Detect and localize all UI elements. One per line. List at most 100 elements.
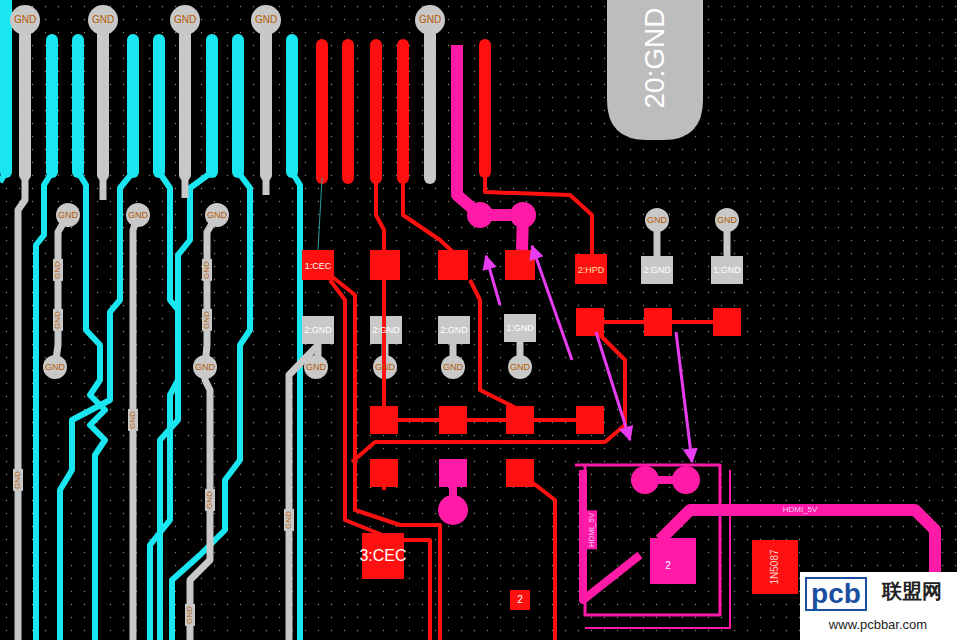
- red-traces: [342, 45, 354, 178]
- red-traces-thin: [376, 178, 384, 252]
- cyan-traces: [232, 40, 244, 172]
- pin-label: GND: [255, 15, 277, 25]
- cyan-traces: [127, 40, 139, 172]
- red-pads: [510, 590, 530, 610]
- gnd-vias: [88, 5, 118, 35]
- pin-label: 1:GND: [713, 266, 741, 275]
- ratsnest-line: [318, 178, 322, 250]
- pin-label: GND: [284, 509, 294, 531]
- gnd-traces: [179, 20, 191, 175]
- watermark-frame: [806, 578, 866, 610]
- red-traces-thin: [330, 280, 430, 640]
- gnd-traces: [25, 20, 430, 178]
- annotation-arrow: [486, 246, 692, 462]
- pin-label: 1:GND: [506, 324, 534, 333]
- pin-label: 2: [665, 561, 671, 571]
- pin-label: GND: [375, 363, 395, 372]
- gnd-traces: [19, 20, 31, 175]
- pin-label: 2: [517, 595, 523, 605]
- pin-label: 2:GND: [643, 266, 671, 275]
- cyan-traces-thin: [172, 172, 250, 640]
- cyan-traces-thin: [292, 172, 300, 640]
- gnd-pad-large: [607, 0, 703, 140]
- gnd-traces-thin: [100, 175, 107, 200]
- cyan-traces: [153, 40, 165, 172]
- pin-label: GND: [128, 409, 138, 431]
- gnd-traces-thin: [263, 175, 270, 195]
- cyan-traces-thin: [0, 172, 300, 640]
- gnd-traces-thin: [55, 215, 68, 367]
- pin-label: GND: [128, 211, 148, 220]
- pin-label: GND: [195, 363, 215, 372]
- gnd-vias: [126, 203, 150, 227]
- magenta-traces: [583, 470, 640, 600]
- gnd-vias: [56, 203, 80, 227]
- gnd-vias: [205, 203, 229, 227]
- pin-label: GND: [202, 309, 212, 331]
- magenta-pads: [631, 466, 659, 494]
- magenta-pads: [439, 459, 467, 487]
- gnd-vias: [508, 355, 532, 379]
- magenta-pads: [650, 538, 696, 584]
- magenta-pads: [672, 466, 700, 494]
- cyan-traces: [46, 40, 58, 172]
- pin-label: GND: [205, 489, 215, 511]
- red-traces-thin: [384, 418, 590, 422]
- gnd-vias: [304, 355, 328, 379]
- magenta-pads: [438, 202, 700, 584]
- red-pads: [302, 250, 334, 280]
- cyan-traces-thin: [36, 172, 52, 640]
- gnd-vias: [251, 5, 281, 35]
- red-traces: [370, 45, 382, 178]
- magenta-traces: [575, 465, 720, 615]
- red-pads: [752, 540, 798, 594]
- red-traces: [479, 45, 491, 172]
- pin-label: 2:GND: [304, 326, 332, 335]
- pin-label: pcb: [811, 580, 861, 608]
- pin-label: GND: [45, 363, 65, 372]
- pin-label: HDMI_5V: [781, 505, 820, 515]
- pin-label: GND: [185, 604, 195, 626]
- pin-label: GND: [510, 363, 530, 372]
- red-pads: [576, 308, 604, 336]
- red-traces-thin: [520, 473, 555, 640]
- gnd-vias: [441, 355, 465, 379]
- cyan-traces: [72, 40, 84, 172]
- magenta-pads: [438, 495, 468, 525]
- gnd-vias: [415, 5, 445, 35]
- magenta-traces: [585, 470, 730, 628]
- annotation-arrow: [532, 246, 572, 360]
- pin-label: GND: [443, 363, 463, 372]
- pin-label: GND: [647, 216, 667, 225]
- red-pads: [302, 250, 798, 610]
- gnd-vias: [10, 5, 40, 35]
- pin-label: GND: [419, 15, 441, 25]
- gnd-traces-thin: [205, 215, 217, 367]
- pin-label: GND: [14, 15, 36, 25]
- gnd-vias: [43, 355, 67, 379]
- red-pads: [438, 250, 468, 280]
- red-traces: [397, 45, 409, 178]
- red-pads: [505, 250, 535, 280]
- annotation-arrow: [596, 332, 630, 440]
- gnd-vias: [715, 208, 739, 232]
- red-pads: [576, 406, 604, 434]
- pin-label: www.pcbbar.com: [829, 618, 927, 631]
- red-pads: [370, 459, 398, 487]
- pin-label: 2:HPD: [578, 266, 605, 275]
- gnd-traces-thin: [18, 175, 727, 640]
- gnd-pads: [438, 316, 470, 344]
- cyan-traces-thin: [60, 172, 133, 640]
- pin-label: GND: [53, 309, 63, 331]
- annotation-arrow: [676, 332, 692, 462]
- pin-label: GND: [207, 211, 227, 220]
- pin-label: GND: [58, 211, 78, 220]
- pin-label: 2:GND: [440, 326, 468, 335]
- red-traces-thin: [330, 172, 727, 640]
- pin-label: 20:GND: [641, 7, 669, 108]
- gnd-traces: [424, 20, 436, 178]
